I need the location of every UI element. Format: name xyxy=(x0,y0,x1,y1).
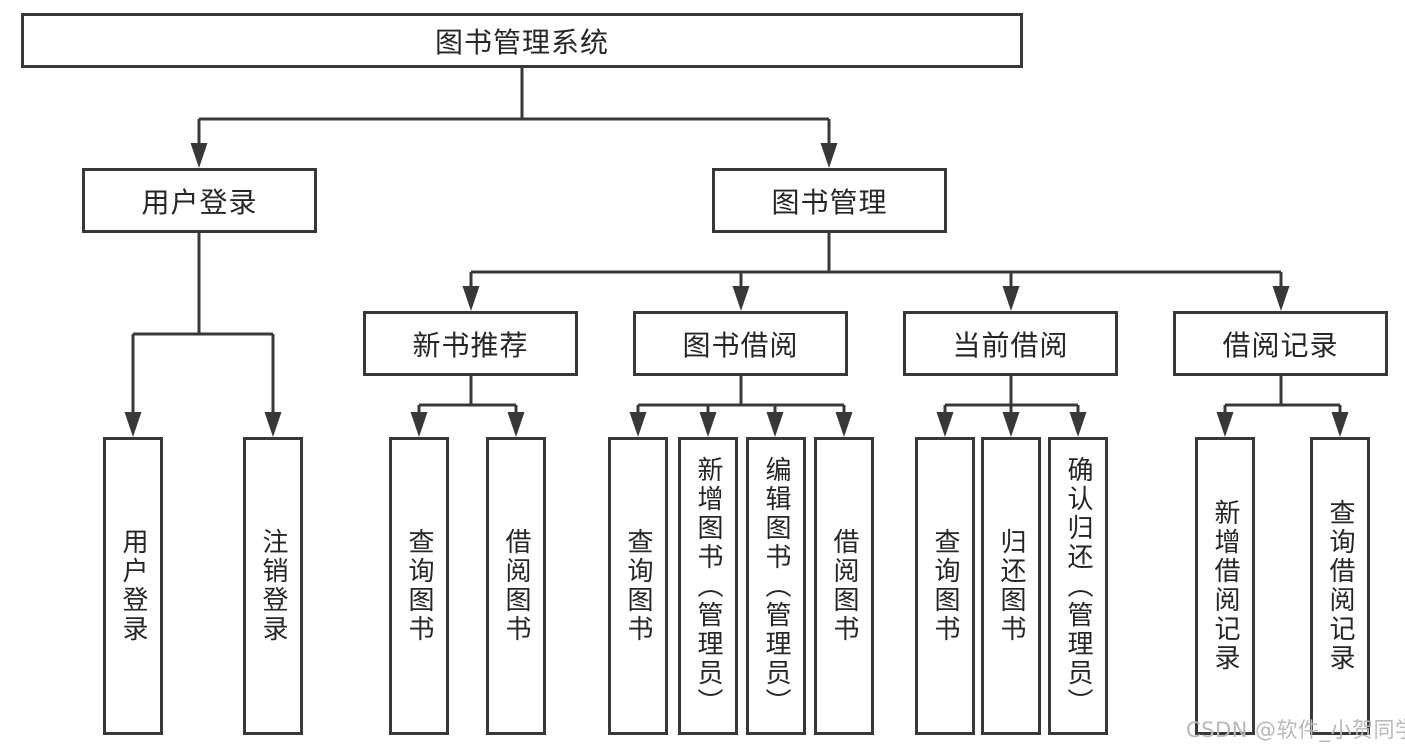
node-user-login: 用户登录 xyxy=(82,168,317,233)
leaf-label: 注销登录 xyxy=(258,528,288,644)
arrow-down-icon xyxy=(936,412,954,437)
arrow-down-icon xyxy=(462,286,480,311)
arrow-down-icon xyxy=(1069,412,1087,437)
leaf-query-book-current: 查询图书 xyxy=(915,437,975,735)
leaf-borrow-book: 借阅图书 xyxy=(814,437,874,735)
node-current-borrow: 当前借阅 xyxy=(903,311,1118,376)
arrow-down-icon xyxy=(1331,412,1349,437)
leaf-label: 确认归还（管理员） xyxy=(1063,455,1093,717)
arrow-down-icon xyxy=(507,412,525,437)
arrow-down-icon xyxy=(732,286,750,311)
node-new-book-recommend: 新书推荐 xyxy=(363,311,578,376)
leaf-label: 查询图书 xyxy=(930,528,960,644)
leaf-add-book-admin: 新增图书（管理员） xyxy=(678,437,738,735)
leaf-edit-book-admin: 编辑图书（管理员） xyxy=(746,437,806,735)
leaf-return-book: 归还图书 xyxy=(981,437,1041,735)
csdn-watermark: CSDN @软件_小贺同学 xyxy=(1186,718,1405,742)
arrow-down-icon xyxy=(699,412,717,437)
arrow-down-icon xyxy=(820,143,838,168)
arrow-down-icon xyxy=(1002,412,1020,437)
arrow-down-icon xyxy=(1216,412,1234,437)
leaf-user-login: 用户登录 xyxy=(103,437,163,735)
arrow-down-icon xyxy=(629,412,647,437)
leaf-confirm-return-admin: 确认归还（管理员） xyxy=(1048,437,1108,735)
leaf-query-book-recommend: 查询图书 xyxy=(389,437,449,735)
arrow-down-icon xyxy=(124,412,142,437)
leaf-label: 借阅图书 xyxy=(501,528,531,644)
arrow-down-icon xyxy=(410,412,428,437)
arrowhead-icons xyxy=(124,143,1349,437)
leaf-add-borrow-record: 新增借阅记录 xyxy=(1195,437,1255,735)
leaf-label: 查询借阅记录 xyxy=(1325,499,1355,673)
leaf-label: 新增借阅记录 xyxy=(1210,499,1240,673)
leaf-label: 查询图书 xyxy=(623,528,653,644)
leaf-query-borrow-record: 查询借阅记录 xyxy=(1310,437,1370,735)
leaf-label: 归还图书 xyxy=(996,528,1026,644)
node-book-borrow: 图书借阅 xyxy=(633,311,848,376)
leaf-borrow-book-recommend: 借阅图书 xyxy=(486,437,546,735)
leaf-label: 查询图书 xyxy=(404,528,434,644)
leaf-label: 新增图书（管理员） xyxy=(693,455,723,717)
leaf-label: 借阅图书 xyxy=(829,528,859,644)
arrow-down-icon xyxy=(766,412,784,437)
arrow-down-icon xyxy=(1002,286,1020,311)
leaf-query-book-borrow: 查询图书 xyxy=(608,437,668,735)
arrow-down-icon xyxy=(190,143,208,168)
node-book-management: 图书管理 xyxy=(712,168,947,233)
arrow-down-icon xyxy=(264,412,282,437)
node-borrow-record: 借阅记录 xyxy=(1173,311,1388,376)
arrow-down-icon xyxy=(1272,286,1290,311)
leaf-label: 用户登录 xyxy=(118,528,148,644)
leaf-label: 编辑图书（管理员） xyxy=(761,455,791,717)
arrow-down-icon xyxy=(835,412,853,437)
node-root-system: 图书管理系统 xyxy=(21,13,1023,68)
leaf-logout: 注销登录 xyxy=(243,437,303,735)
